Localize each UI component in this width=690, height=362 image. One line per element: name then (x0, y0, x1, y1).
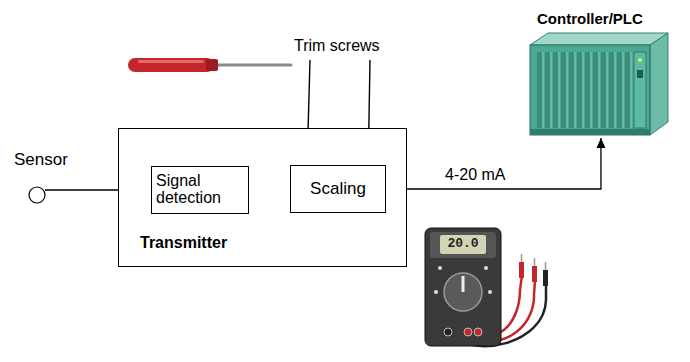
signal-label: 4-20 mA (445, 166, 505, 184)
process-box: Signal detection (151, 166, 249, 214)
node-label: Sensor (12, 150, 84, 170)
sensor-symbol (27, 185, 57, 205)
screwdriver-icon (128, 58, 291, 72)
meter-display: 20.0 (440, 236, 486, 251)
node-label: Scaling (310, 179, 366, 199)
multimeter-icon (425, 228, 548, 346)
process-box: Scaling (290, 165, 386, 213)
arrowhead (596, 138, 605, 148)
signal-wire (386, 138, 605, 189)
sensor-node: Sensor (12, 150, 84, 206)
transmitter-box: Transmitter Signal detection Scaling (118, 128, 407, 267)
plc-icon (528, 30, 680, 136)
node-label: Controller/PLC (528, 10, 680, 27)
node-label: Transmitter (140, 234, 227, 252)
node-label: Signal detection (156, 173, 244, 207)
sensor-circle (29, 187, 45, 203)
annotation-text: Trim screws (294, 37, 380, 55)
controller-node: Controller/PLC (528, 10, 680, 136)
